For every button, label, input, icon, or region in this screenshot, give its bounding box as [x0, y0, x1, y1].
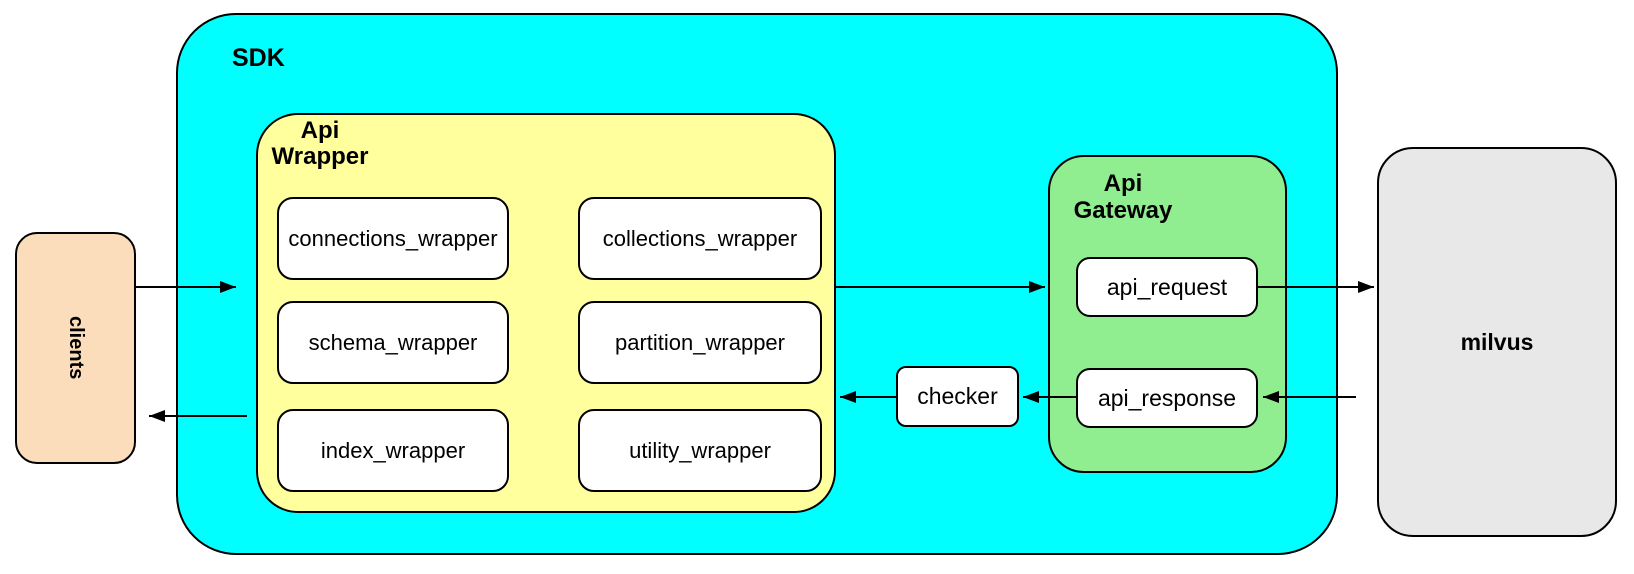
node-partition-wrapper: partition_wrapper — [578, 301, 822, 384]
node-schema-wrapper: schema_wrapper — [277, 301, 509, 384]
api-response-label: api_response — [1097, 384, 1237, 411]
api-wrapper-label: Api Wrapper — [260, 118, 380, 170]
node-collections-wrapper: collections_wrapper — [578, 197, 822, 280]
node-checker: checker — [896, 366, 1019, 427]
utility-wrapper-label: utility_wrapper — [629, 437, 771, 463]
sdk-label: SDK — [232, 44, 285, 72]
node-utility-wrapper: utility_wrapper — [578, 409, 822, 492]
api-gateway-label-line2: Gateway — [1073, 197, 1173, 224]
api-wrapper-label-line1: Api — [300, 117, 340, 144]
node-connections-wrapper: connections_wrapper — [277, 197, 509, 280]
checker-label: checker — [917, 383, 998, 409]
api-gateway-label-line1: Api — [1103, 170, 1143, 197]
milvus-label: milvus — [1460, 328, 1534, 355]
node-api-response: api_response — [1076, 368, 1258, 428]
index-wrapper-label: index_wrapper — [320, 437, 466, 463]
collections-wrapper-label: collections_wrapper — [602, 225, 798, 251]
node-index-wrapper: index_wrapper — [277, 409, 509, 492]
api-gateway-label: Api Gateway — [1060, 170, 1186, 224]
api-request-label: api_request — [1106, 273, 1228, 300]
node-api-request: api_request — [1076, 257, 1258, 317]
api-wrapper-label-line2: Wrapper — [271, 143, 369, 170]
node-milvus: milvus — [1377, 147, 1617, 537]
schema-wrapper-label: schema_wrapper — [308, 329, 478, 355]
partition-wrapper-label: partition_wrapper — [615, 329, 785, 355]
node-clients: clients — [15, 232, 136, 464]
connections-wrapper-label: connections_wrapper — [288, 225, 498, 251]
clients-label: clients — [65, 316, 87, 380]
